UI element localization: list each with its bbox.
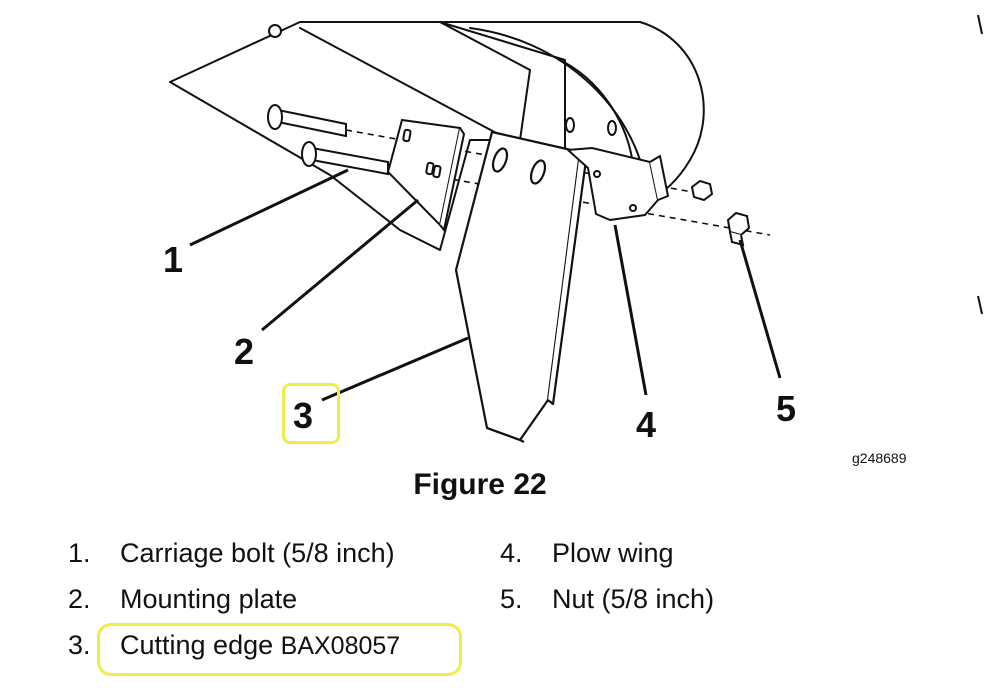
callout-3: 3 xyxy=(293,395,313,436)
legend-item-3: 3. Cutting edge BAX08057 xyxy=(68,622,400,668)
nut-icon xyxy=(690,179,751,247)
legend-num: 3. xyxy=(68,630,91,660)
figure-caption: Figure 22 xyxy=(413,468,547,501)
legend-num: 1. xyxy=(68,538,91,568)
callout-5: 5 xyxy=(776,388,796,429)
moldboard-inner xyxy=(469,27,641,161)
legend-item-5: 5. Nut (5/8 inch) xyxy=(500,576,714,622)
plow-wing-icon xyxy=(567,147,669,221)
carriage-bolt-icon xyxy=(267,104,389,176)
leader-1 xyxy=(189,168,349,247)
legend-right: 4. Plow wing 5. Nut (5/8 inch) xyxy=(500,530,714,622)
legend-label: Carriage bolt (5/8 inch) xyxy=(120,538,395,568)
legend-label: Nut (5/8 inch) xyxy=(552,584,715,614)
assembly-line-2 xyxy=(387,167,771,236)
callout-1: 1 xyxy=(163,239,183,280)
mounting-plate-icon xyxy=(386,118,466,233)
legend-num: 2. xyxy=(68,584,91,614)
legend-label: Cutting edge xyxy=(120,630,274,660)
leader-4 xyxy=(613,224,648,396)
callout-2: 2 xyxy=(234,331,254,372)
margin-mark-1 xyxy=(977,14,983,35)
legend-label: Plow wing xyxy=(552,538,674,568)
graphic-id: g248689 xyxy=(852,450,907,466)
legend-item-1: 1. Carriage bolt (5/8 inch) xyxy=(68,530,400,576)
hole-top xyxy=(268,24,282,38)
margin-mark-2 xyxy=(977,295,983,315)
legend-num: 4. xyxy=(500,538,523,568)
moldboard-slot-1 xyxy=(565,117,575,133)
legend-num: 5. xyxy=(500,584,523,614)
leader-2 xyxy=(261,198,419,332)
legend-item-3-highlight xyxy=(97,623,462,676)
legend-item-4: 4. Plow wing xyxy=(500,530,714,576)
legend-left: 1. Carriage bolt (5/8 inch) 2. Mounting pl… xyxy=(68,530,400,668)
leader-5 xyxy=(738,239,782,379)
part-code: BAX08057 xyxy=(280,632,401,660)
moldboard-inner-2 xyxy=(559,59,633,159)
legend-item-2: 2. Mounting plate xyxy=(68,576,400,622)
legend-label: Mounting plate xyxy=(120,584,298,614)
exploded-parts-diagram: 1 2 3 4 5 g248689 xyxy=(163,14,983,466)
moldboard-slot-2 xyxy=(607,120,617,136)
callout-4: 4 xyxy=(636,404,656,445)
leader-3 xyxy=(321,336,469,402)
cutting-edge-icon xyxy=(454,130,588,443)
callout-3-highlight xyxy=(282,383,340,444)
plow-body-edge xyxy=(299,27,501,136)
